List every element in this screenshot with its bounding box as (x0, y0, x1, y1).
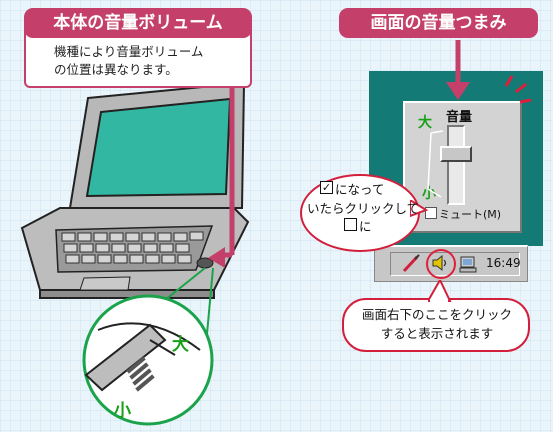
hint-line1: になって (335, 182, 385, 197)
right-callout-arrow (446, 40, 470, 100)
taskbar-clock[interactable]: 16:49 (486, 256, 521, 270)
left-callout-note-line2: の位置は異なります。 (54, 62, 178, 77)
volume-title: 音量 (446, 110, 473, 125)
speaker-icon[interactable] (429, 252, 451, 274)
zoom-min-label: 小 (114, 401, 131, 421)
hint-bubble-tail (410, 200, 429, 218)
bottom-bubble-tail (428, 280, 452, 302)
bottom-hint-bubble (342, 298, 530, 352)
volume-min-label: 小 (422, 186, 436, 202)
bottom-hint-line1: 画面右下のここをクリック (361, 307, 512, 322)
mute-label[interactable]: ミュート(M) (439, 208, 502, 221)
left-callout-note-line1: 機種により音量ボリューム (54, 44, 204, 59)
hint-line3: に (359, 219, 372, 234)
volume-slider-thumb[interactable] (440, 146, 472, 162)
speaker-highlight-circle (426, 249, 456, 279)
laptop-illustration (20, 81, 250, 426)
volume-max-label: 大 (418, 115, 432, 131)
tray-area (390, 252, 520, 276)
zoom-max-label: 大 (172, 335, 189, 355)
pen-icon[interactable] (400, 253, 422, 275)
left-callout-arrow (208, 85, 235, 268)
emphasis-marks (504, 75, 532, 104)
hint-checkbox-checked: ✓ (320, 181, 333, 194)
bottom-hint-line2: すると表示されます (380, 326, 494, 341)
volume-scale-lines (427, 130, 444, 198)
hint-line2: いたらクリックして (307, 201, 420, 216)
right-callout-title: 画面の音量つまみ (339, 8, 538, 38)
network-icon[interactable] (458, 253, 480, 275)
mute-checkbox[interactable] (425, 207, 437, 219)
hint-checkbox-empty (344, 218, 357, 231)
left-callout-title: 本体の音量ボリューム (24, 8, 252, 38)
volume-slider-track[interactable] (447, 125, 465, 205)
